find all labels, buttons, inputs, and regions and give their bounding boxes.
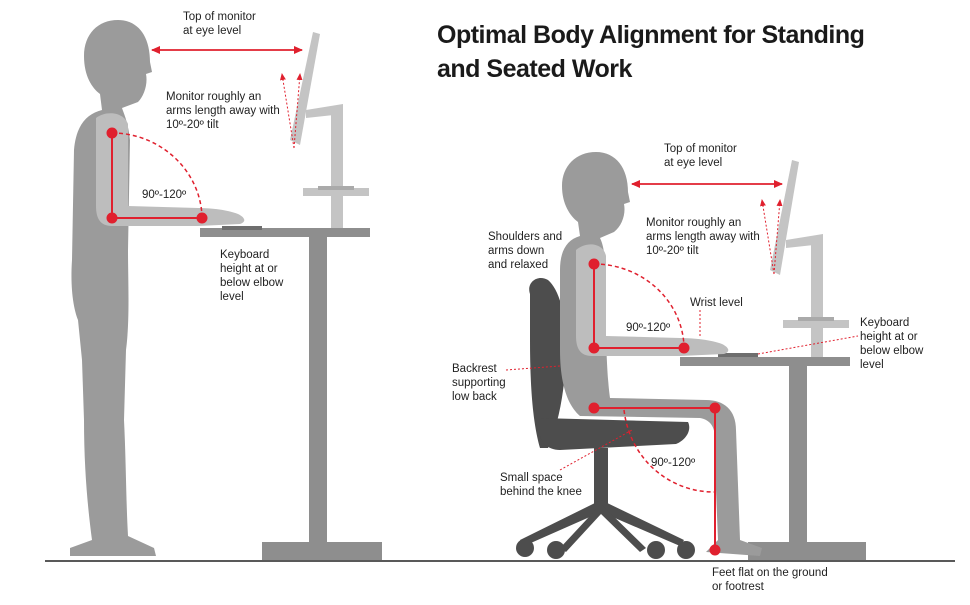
standing-markers [106,46,303,224]
seated-desk [680,353,866,560]
seated-monitor-distance-label: Monitor roughly an arms length away with… [646,217,760,257]
seated-shoulders-label: Shoulders and arms down and relaxed [488,231,563,271]
standing-elbow-angle-label: 90º-120º [142,189,187,201]
seated-markers [505,180,859,556]
seated-wrist-level-label: Wrist level [690,297,743,309]
standing-monitor [290,32,369,228]
seated-monitor [770,160,849,357]
standing-desk [200,226,382,560]
seated-elbow-angle-label: 90º-120º [626,322,671,334]
seated-knee-angle-label: 90º-120º [651,457,696,469]
seated-top-of-monitor-label: Top of monitor at eye level [664,143,737,169]
seated-keyboard-height-label: Keyboard height at or below elbow level [860,317,924,371]
standing-top-of-monitor-label: Top of monitor at eye level [183,11,256,37]
standing-keyboard-height-label: Keyboard height at or below elbow level [220,249,284,303]
seated-feet-label: Feet flat on the ground or footrest [712,567,828,593]
seated-backrest-label: Backrest supporting low back [452,363,506,403]
seated-knee-space-label: Small space behind the knee [500,472,582,498]
standing-monitor-distance-label: Monitor roughly an arms length away with… [166,91,280,131]
office-chair [516,277,695,559]
page-title: Optimal Body Alignment for Standing and … [437,21,865,83]
